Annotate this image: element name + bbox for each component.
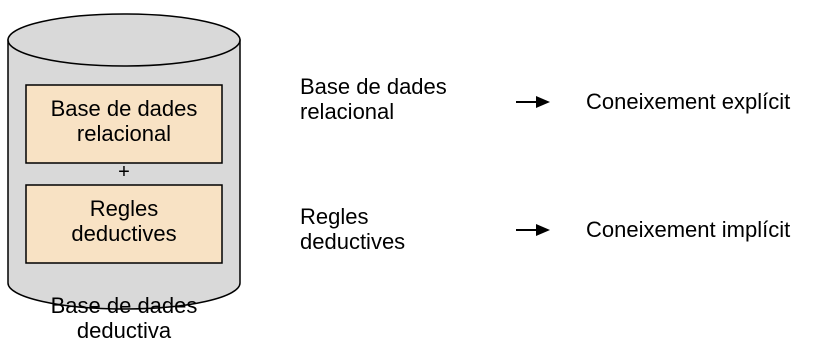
explicit-knowledge-label: Coneixement explícit xyxy=(586,89,791,114)
deductive-rules-label-line1: Regles xyxy=(89,196,159,221)
deductive-db-caption-line1: Base de dades xyxy=(50,293,198,318)
implicit-knowledge-label: Coneixement implícit xyxy=(586,217,791,242)
plus-sign: + xyxy=(118,161,130,183)
relational-db-label-line1: Base de dades xyxy=(50,96,198,121)
mapping-source-relational: Base de dades relacional xyxy=(300,74,447,124)
mapping-source-line2: relacional xyxy=(300,99,395,124)
cylinder-top xyxy=(7,13,241,67)
relational-db-label: Base de dades relacional xyxy=(26,96,222,146)
mapping-source-line1: Regles xyxy=(300,204,369,229)
mapping-source-rules: Regles deductives xyxy=(300,204,405,254)
relational-db-box xyxy=(25,84,223,164)
deductive-rules-box xyxy=(25,184,223,264)
deductive-rules-label-line2: deductives xyxy=(71,221,177,246)
deductive-db-caption-line2: deductiva xyxy=(76,318,172,343)
mapping-source-line2: deductives xyxy=(300,229,406,254)
deductive-db-caption: Base de dades deductiva xyxy=(8,293,240,343)
mapping-source-line1: Base de dades xyxy=(300,74,447,99)
right-arrow-icon xyxy=(516,96,550,108)
deductive-rules-label: Regles deductives xyxy=(26,196,222,246)
right-arrow-icon xyxy=(516,224,550,236)
relational-db-label-line2: relacional xyxy=(76,121,172,146)
